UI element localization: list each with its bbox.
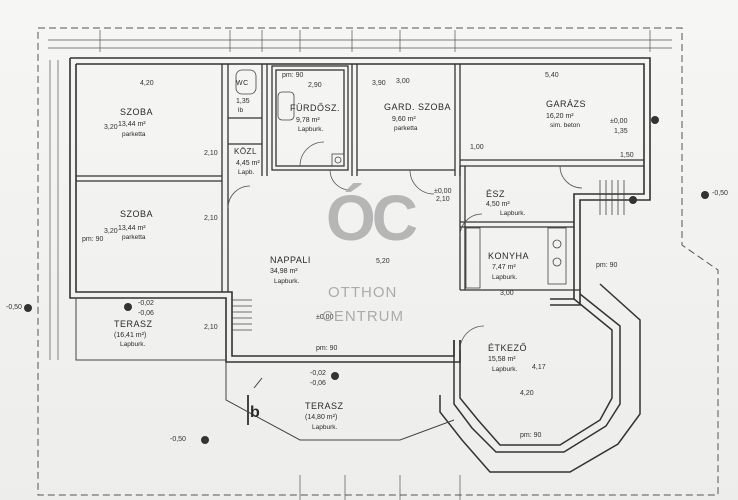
dim-label: 3,20 (104, 124, 118, 131)
room-name-szoba-1: SZOBA (120, 107, 154, 117)
level-label: ±0,00 (610, 118, 628, 125)
room-area-etkezo: 15,58 m² (488, 356, 516, 363)
room-name-gard: GARD. SZOBA (384, 102, 452, 112)
level-label: ±0,00 (316, 314, 334, 321)
dim-label: 2,10 (204, 324, 218, 331)
room-area-wc: 1,35 (236, 98, 250, 105)
room-area-esz: 4,50 m² (486, 201, 510, 208)
room-material-gard: parketta (394, 125, 418, 132)
room-material-etkezo: Lapburk. (492, 366, 518, 373)
room-area-szoba-2: 13,44 m² (118, 225, 146, 232)
room-name-kozl: KÖZL (234, 147, 257, 156)
room-area-gard: 9,60 m² (392, 116, 416, 123)
room-name-terasz-1: TERASZ (114, 319, 153, 329)
room-name-esz: ÉSZ (486, 189, 506, 199)
room-area-garazs: 16,20 m² (546, 113, 574, 120)
dim-label: 1,00 (470, 144, 484, 151)
room-name-wc: WC (236, 80, 249, 87)
room-area-szoba-1: 13,44 m² (118, 121, 146, 128)
room-material-esz: Lapburk. (500, 210, 526, 217)
room-area-terasz-1: (16,41 m²) (114, 332, 147, 339)
level-label: -0,02 (138, 300, 154, 307)
dim-label: 2,10 (204, 150, 218, 157)
dim-label: 2,10 (204, 215, 218, 222)
room-name-szoba-2: SZOBA (120, 209, 154, 219)
dining-bay (439, 283, 641, 473)
room-material-szoba-2: parketta (122, 234, 146, 241)
room-area-kozl: 4,45 m² (236, 160, 260, 167)
room-name-etkezo: ÉTKEZŐ (488, 343, 528, 353)
dim-label: 4,20 (520, 390, 534, 397)
dim-label: 5,40 (545, 72, 559, 79)
pm-label: pm: 90 (596, 262, 618, 269)
level-label: -0,50 (170, 436, 186, 443)
room-area-furdo: 9,78 m² (296, 117, 320, 124)
dim-label: 3,90 (372, 80, 386, 87)
pm-label: pm: 90 (82, 236, 104, 243)
dim-label: 4,17 (532, 364, 546, 371)
door-swings (227, 141, 583, 351)
dim-label: 5,20 (376, 258, 390, 265)
dim-label: 2,10 (436, 196, 450, 203)
pm-label: pm: 90 (520, 432, 542, 439)
room-area-terasz-2: (14,80 m²) (305, 414, 338, 421)
room-material-terasz-1: Lapburk. (120, 341, 146, 348)
room-material-furdo: Lapburk. (298, 126, 324, 133)
room-material-garazs: sim. beton (550, 122, 580, 129)
room-material-nappali: Lapburk. (274, 278, 300, 285)
bathroom-fixtures (235, 69, 345, 167)
dim-label: 3,20 (104, 228, 118, 235)
room-material-konyha: Lapburk. (492, 274, 518, 281)
room-material-szoba-1: parketta (122, 131, 146, 138)
dim-label: 3,00 (396, 78, 410, 85)
level-label: ±0,00 (434, 188, 452, 195)
watermark-line-1: OTTHON (328, 284, 398, 301)
level-label: -0,50 (712, 190, 728, 197)
terrace-lines (75, 298, 455, 441)
kitchen-counter (465, 227, 567, 289)
level-label: -0,06 (310, 380, 326, 387)
pm-label: pm: 90 (316, 345, 338, 352)
room-name-terasz-2: TERASZ (305, 401, 344, 411)
stairs (232, 180, 625, 331)
watermark-line-2: CENTRUM (322, 308, 404, 325)
room-material-kozl: Lapb. (238, 169, 255, 176)
level-markers (24, 116, 709, 444)
level-label: -0,06 (138, 310, 154, 317)
section-marker: b (250, 404, 260, 421)
room-material-terasz-2: Lapburk. (312, 424, 338, 431)
room-name-nappali: NAPPALI (270, 255, 311, 265)
room-name-konyha: KONYHA (488, 251, 530, 261)
room-area-nappali: 34,98 m² (270, 268, 298, 275)
dim-label: 4,20 (140, 80, 154, 87)
room-name-garazs: GARÁZS (546, 99, 587, 109)
room-name-furdo: FÜRDŐSZ. (290, 103, 340, 113)
dim-label: 1,35 (614, 128, 628, 135)
level-label: -0,02 (310, 370, 326, 377)
dim-label: 1,50 (620, 152, 634, 159)
dim-label: 3,00 (500, 290, 514, 297)
watermark-logo: ÓC (326, 182, 418, 254)
room-material-wc: lb (238, 107, 244, 114)
level-label: -0,50 (6, 304, 22, 311)
interior-walls (76, 64, 644, 292)
roof-outline (37, 27, 719, 496)
room-area-konyha: 7,47 m² (492, 264, 516, 271)
dim-label: 2,90 (308, 82, 322, 89)
pm-label: pm: 90 (282, 72, 304, 79)
